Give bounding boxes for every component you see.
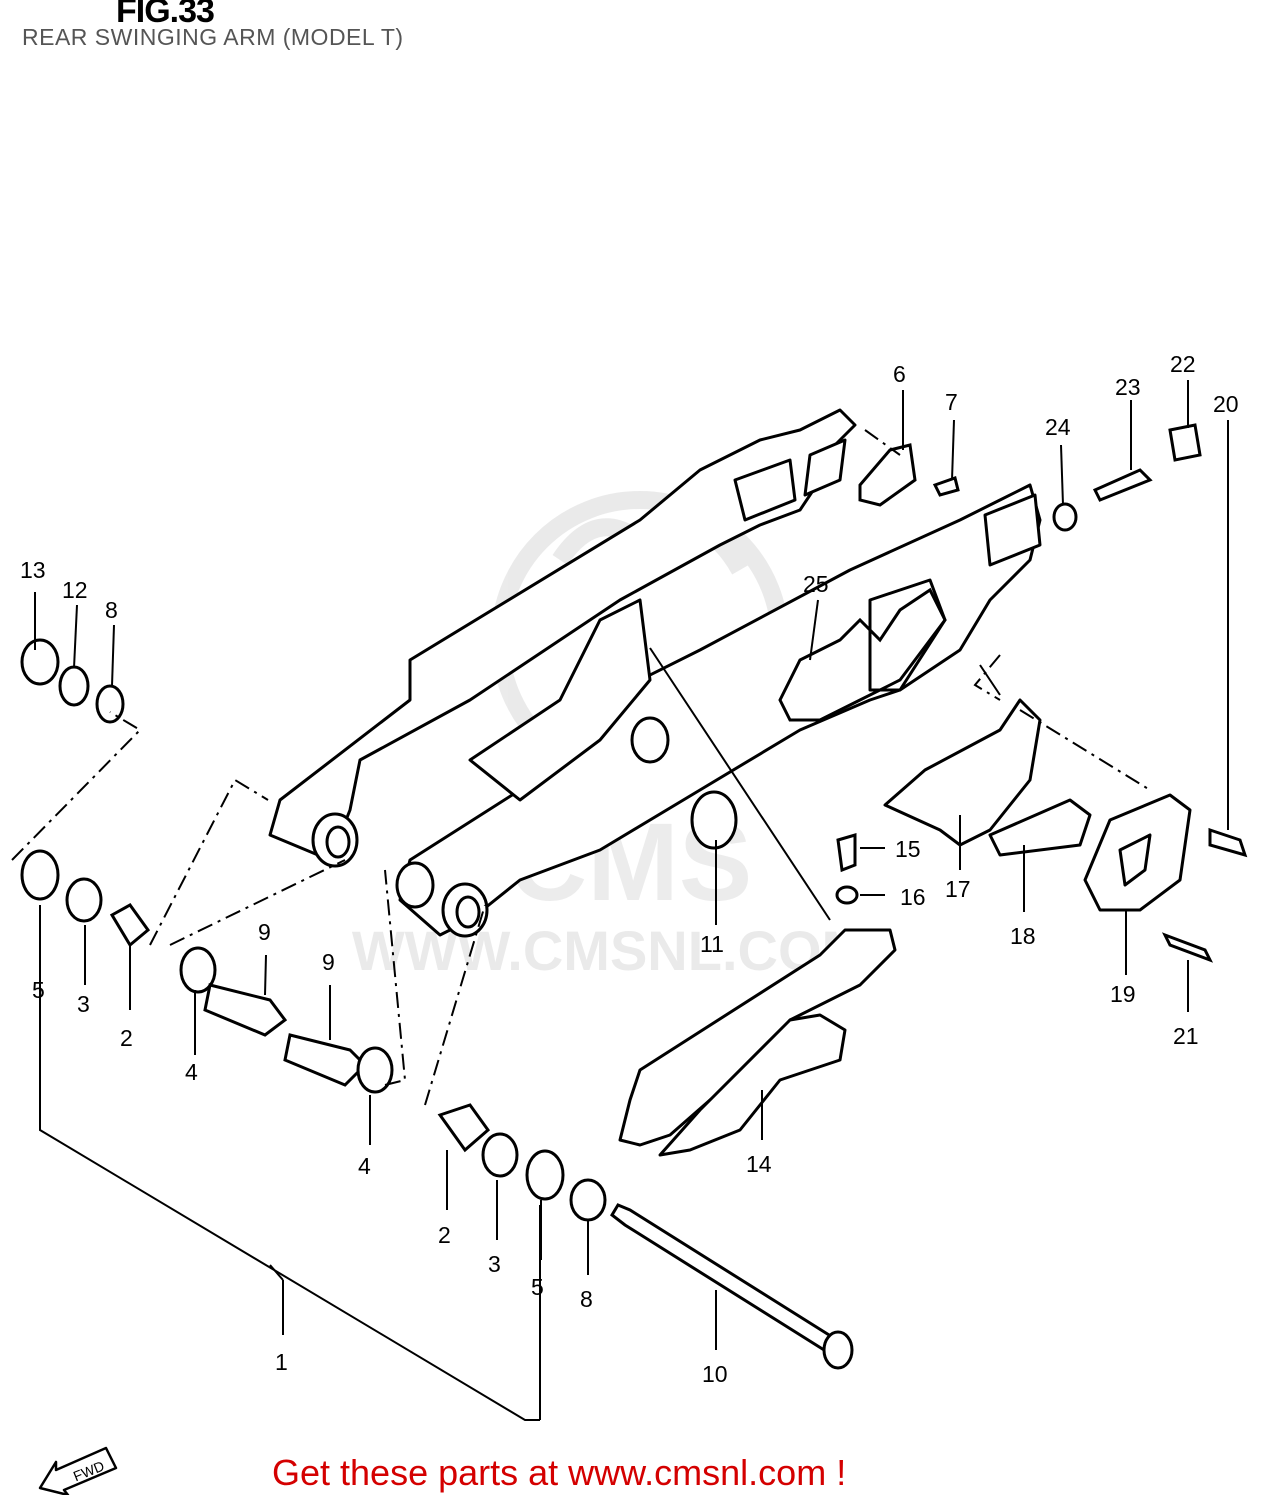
callout-8b: 8 (580, 1286, 593, 1312)
callout-4: 4 (185, 1059, 198, 1085)
callout-21: 21 (1173, 1023, 1199, 1049)
callout-2b: 2 (438, 1222, 451, 1248)
callout-13: 13 (20, 557, 46, 583)
callout-24: 24 (1045, 414, 1071, 440)
right-hardware[interactable] (690, 423, 1248, 963)
callout-4b: 4 (358, 1153, 371, 1179)
callout-14: 14 (746, 1151, 772, 1177)
callout-1: 1 (275, 1349, 288, 1375)
left-hardware[interactable] (20, 638, 607, 1222)
swing-arm[interactable] (268, 408, 1042, 938)
fwd-arrow-icon: FWD (38, 1446, 118, 1495)
callout-18: 18 (1010, 923, 1036, 949)
pivot-axle[interactable] (610, 1203, 854, 1370)
callout-12: 12 (62, 577, 88, 603)
callout-5b: 5 (531, 1274, 544, 1300)
callout-6: 6 (893, 361, 906, 387)
callout-2: 2 (120, 1025, 133, 1051)
swing-arm-decal[interactable] (778, 587, 947, 722)
callout-16: 16 (900, 884, 926, 910)
callout-15: 15 (895, 836, 921, 862)
callout-5: 5 (32, 977, 45, 1003)
callout-25: 25 (803, 571, 829, 597)
callout-10: 10 (702, 1361, 728, 1387)
callout-19: 19 (1110, 981, 1136, 1007)
footer-promo-link[interactable]: Get these parts at www.cmsnl.com ! (272, 1452, 847, 1493)
callout-20: 20 (1213, 391, 1239, 417)
chain-guide[interactable] (618, 928, 897, 1157)
callout-17: 17 (945, 876, 971, 902)
callout-22: 22 (1170, 351, 1196, 377)
callout-labels: 13 12 8 6 7 24 23 22 25 20 15 16 17 18 1… (20, 351, 1239, 1387)
callout-11: 11 (700, 931, 724, 957)
callout-23: 23 (1115, 374, 1141, 400)
figure-number: FIG.33 (116, 0, 215, 30)
callout-7: 7 (945, 389, 958, 415)
callout-9: 9 (258, 919, 271, 945)
callout-3b: 3 (488, 1251, 501, 1277)
callout-8: 8 (105, 597, 118, 623)
chain-buffer-assembly[interactable] (883, 698, 1192, 912)
leader-lines (11, 380, 1229, 1421)
callout-9b: 9 (322, 949, 335, 975)
callout-3: 3 (77, 991, 90, 1017)
figure-subtitle: REAR SWINGING ARM (MODEL T) (22, 24, 404, 50)
